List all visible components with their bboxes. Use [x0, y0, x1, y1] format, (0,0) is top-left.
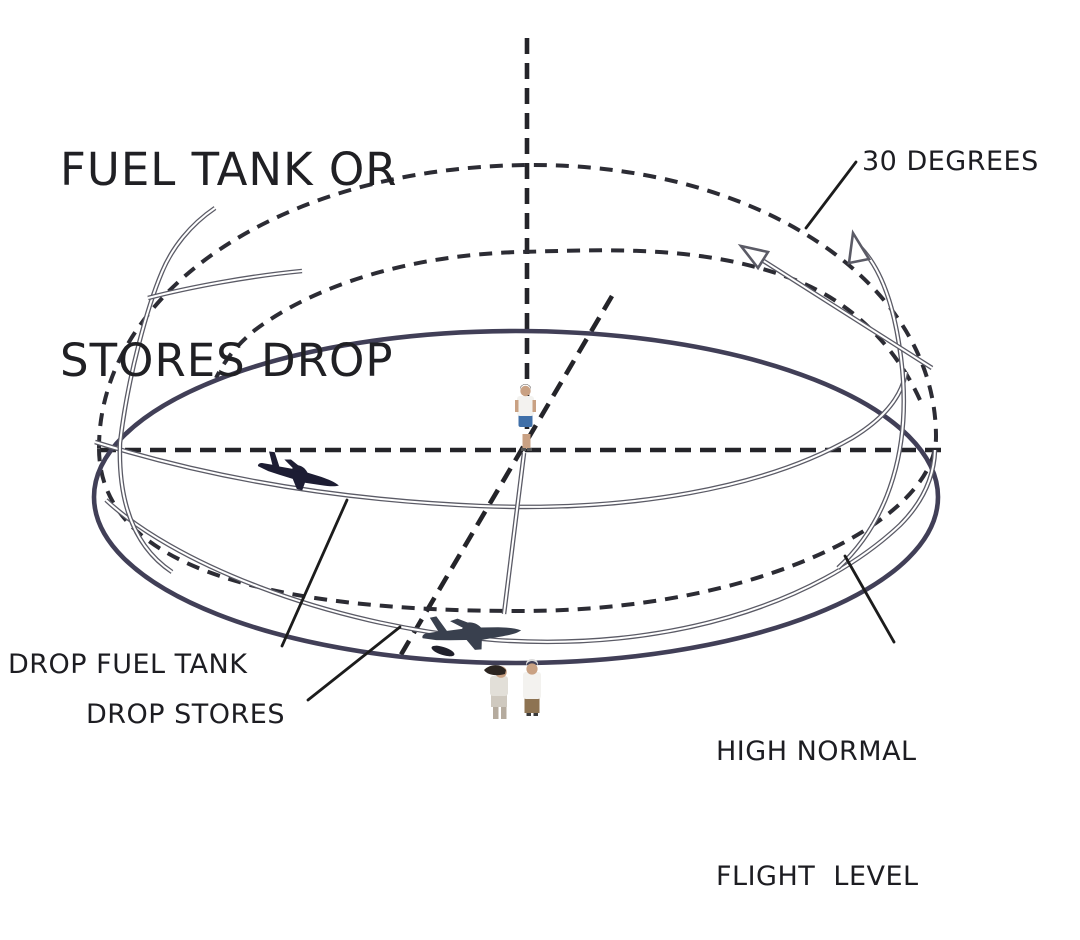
observer-left [484, 665, 508, 719]
title-line-1: FUEL TANK OR [60, 142, 398, 196]
ribbon-left-descent [117, 206, 217, 574]
climb-spiral-inner-dashed [214, 248, 922, 401]
diagonal-centerline [397, 294, 614, 660]
pilot-figure [515, 384, 536, 451]
ribbon-bottom-loop [104, 449, 938, 645]
high-normal-line-1: HIGH NORMAL [716, 735, 917, 767]
observer-right [523, 659, 541, 716]
aircraft-drop-stores [422, 616, 522, 657]
aircraft-drop-fuel-tank [257, 451, 339, 491]
ribbon-drop-line [501, 452, 527, 615]
flight-path-ribbons [94, 206, 938, 645]
diagram-title: FUEL TANK OR STORES DROP [60, 10, 398, 457]
observer-figures [484, 659, 541, 719]
fuel-tank-stores-drop-diagram: FUEL TANK OR STORES DROP 30 DEGREES DROP… [8, 10, 1039, 892]
arrowhead-left-icon [737, 243, 771, 271]
maneuver-diagram-canvas [91, 38, 941, 719]
leader-lines [280, 160, 896, 702]
ribbon-middle-loop [94, 371, 909, 510]
ribbon-climb-arrow [836, 246, 907, 570]
high-normal-flight-level-circle [91, 328, 941, 666]
label-drop-fuel-tank: DROP FUEL TANK [8, 649, 248, 680]
ribbon-straight-arrow [760, 258, 934, 370]
arrowhead-up-icon [847, 229, 872, 265]
label-high-normal-flight-level: HIGH NORMAL FLIGHT LEVEL [716, 647, 919, 940]
high-normal-line-2: FLIGHT LEVEL [716, 861, 919, 893]
leader-drop-fuel-tank [280, 498, 349, 648]
title-line-2: STORES DROP [60, 334, 394, 388]
label-drop-stores: DROP STORES [86, 699, 286, 730]
ribbon-entry-stub [147, 268, 303, 301]
upper-circle-30-degrees-dashed [96, 162, 939, 614]
leader-drop-stores [306, 625, 402, 702]
leader-30-degrees [804, 160, 858, 230]
label-30-degrees: 30 DEGREES [862, 146, 1039, 177]
leader-high-normal-flight-level [843, 554, 896, 644]
falling-store-tank [431, 645, 455, 657]
